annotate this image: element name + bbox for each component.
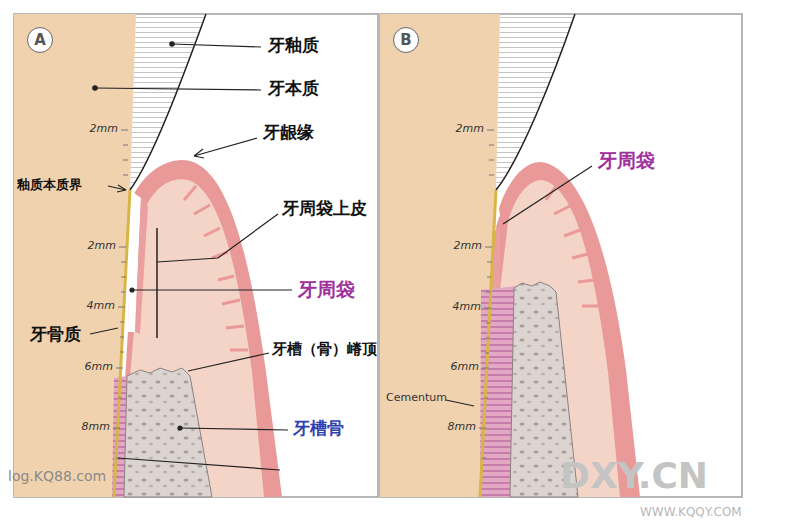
scale-tick: 4mm <box>453 301 481 314</box>
panel-a <box>14 14 378 497</box>
watermark: DXY.CN <box>560 455 708 496</box>
part-name: 牙周袋上皮 <box>282 199 367 219</box>
part-name: 牙槽骨 <box>293 419 344 439</box>
scale-tick: 6mm <box>85 361 113 374</box>
scale-tick: 6mm <box>451 361 479 374</box>
part-name: 牙骨质 <box>30 325 81 345</box>
watermark: WWW.KQQY.COM <box>640 506 742 520</box>
scale-tick: 8mm <box>448 421 476 434</box>
part-name: 牙周袋 <box>598 150 655 172</box>
panel-b <box>380 14 742 497</box>
part-name: 牙本质 <box>268 79 319 99</box>
part-name: 牙龈缘 <box>263 123 314 143</box>
part-name: 牙槽（骨）嵴顶 <box>272 341 377 358</box>
scale-tick: 2mm <box>90 123 118 136</box>
scale-tick: 2mm <box>456 123 484 136</box>
scale-tick: 4mm <box>87 300 115 313</box>
part-name: 牙周袋 <box>298 279 355 301</box>
panel-letter: A <box>34 33 46 48</box>
part-name: Cementum <box>386 392 447 405</box>
panel-letter: B <box>400 33 411 48</box>
part-name: 釉质本质界 <box>17 178 82 193</box>
panel-letter-circle: B <box>393 27 419 53</box>
scale-tick: 2mm <box>88 240 116 253</box>
part-name: 牙釉质 <box>268 36 319 56</box>
panel-letter-circle: A <box>27 27 53 53</box>
scale-tick: 8mm <box>82 421 110 434</box>
scale-tick: 2mm <box>454 240 482 253</box>
watermark: log.KQ88.com <box>8 468 106 484</box>
